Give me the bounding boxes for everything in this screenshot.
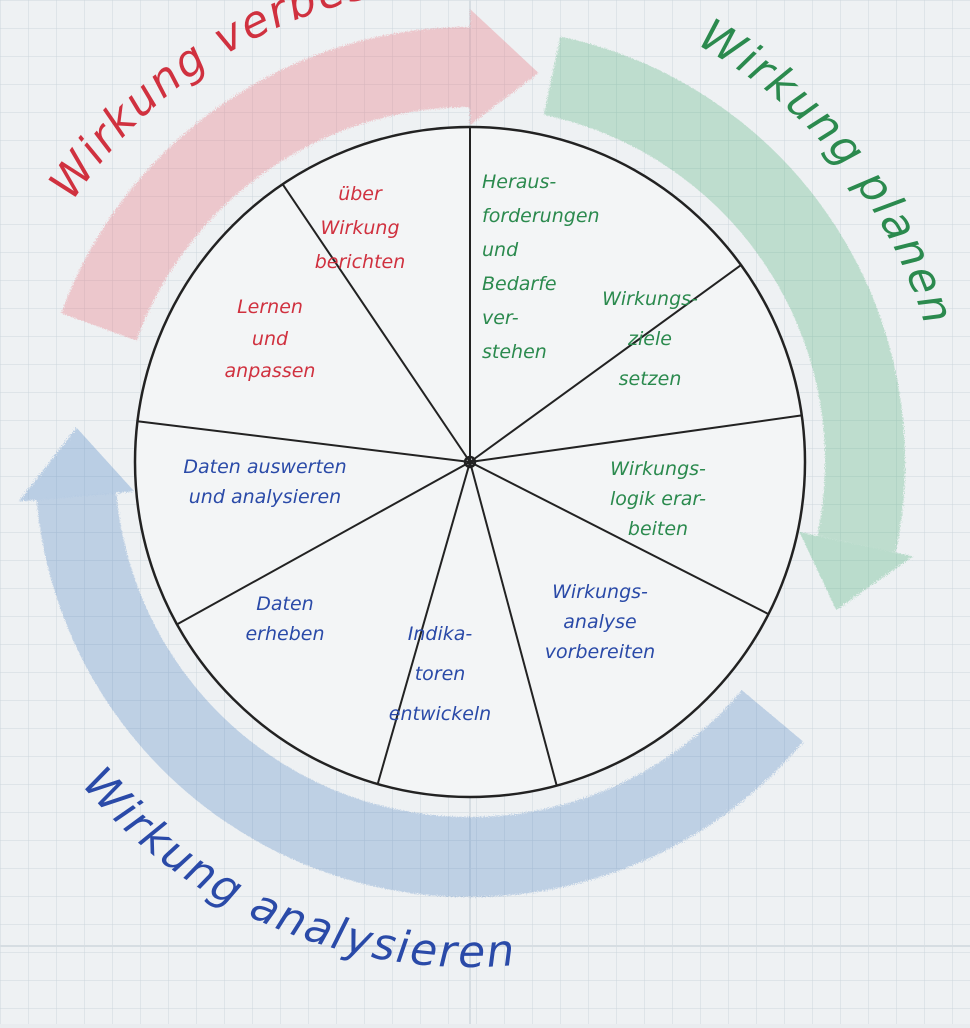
- segment-label: Daten auswerten und analysieren: [183, 456, 346, 508]
- segment-label-line: anpassen: [225, 360, 316, 382]
- segment-label: Wirkungs-logik erar-beiten: [610, 458, 706, 540]
- segment-label-line: ziele: [627, 328, 672, 350]
- segment-label-line: über: [338, 183, 383, 205]
- wheel-divider: [137, 420, 471, 463]
- segment-label-line: setzen: [619, 368, 682, 390]
- segment-label: Wirkungs-analyse vorbereiten: [545, 581, 655, 663]
- wheel-center: [463, 455, 477, 469]
- segment-label-line: logik erar-: [610, 488, 706, 510]
- wheel-divider: [376, 461, 471, 785]
- segment-label-line: Wirkungs-: [610, 458, 706, 480]
- segment-label-line: stehen: [482, 341, 547, 363]
- segment-label-line: Daten auswerten: [183, 456, 346, 478]
- analyze-arrow: [36, 492, 804, 898]
- wheel-divider: [469, 461, 769, 615]
- segment-label-line: analyse: [563, 611, 636, 633]
- improve-arrowhead: [470, 9, 539, 125]
- segment-label-line: entwickeln: [389, 703, 491, 725]
- cycle-arrows: [18, 9, 914, 898]
- segment-label-line: berichten: [315, 251, 406, 273]
- improve-arrow: [61, 27, 471, 341]
- wheel-divider: [281, 183, 471, 463]
- segment-label-line: Lernen: [237, 296, 303, 318]
- wheel-divider: [176, 461, 471, 626]
- segment-label-line: Wirkung: [320, 217, 399, 239]
- segment-label-line: toren: [415, 663, 466, 685]
- wheel-divider: [469, 264, 742, 463]
- plan-arrowhead: [799, 532, 914, 610]
- segment-label-line: Heraus-: [482, 171, 556, 193]
- plan-arrow: [543, 36, 906, 553]
- segment-label-line: Bedarfe: [482, 273, 557, 295]
- segment-label-line: ver-: [482, 307, 519, 329]
- segment-label-line: und analysieren: [189, 486, 341, 508]
- segment-label-line: vorbereiten: [545, 641, 655, 663]
- segment-label: Lernen und anpassen: [225, 296, 316, 382]
- segment-label-line: und: [482, 239, 519, 261]
- segment-label-line: forderungen: [482, 205, 600, 227]
- segment-label-line: Wirkungs-: [552, 581, 648, 603]
- segment-label: Indika-toren entwickeln: [389, 623, 491, 725]
- segment-label-line: und: [252, 328, 289, 350]
- segment-label: Daten erheben: [245, 593, 324, 645]
- segment-label-line: Wirkungs-: [602, 288, 698, 310]
- segment-label-line: Indika-: [408, 623, 473, 645]
- wheel-divider: [469, 461, 558, 786]
- analyze-arrowhead: [18, 427, 135, 502]
- process-wheel: [133, 125, 807, 799]
- segment-label-line: beiten: [628, 518, 688, 540]
- segment-label-line: Daten: [256, 593, 313, 615]
- segment-label-line: erheben: [245, 623, 324, 645]
- wheel-divider: [469, 414, 802, 463]
- segment-label: Wirkungs-ziele setzen: [602, 288, 698, 390]
